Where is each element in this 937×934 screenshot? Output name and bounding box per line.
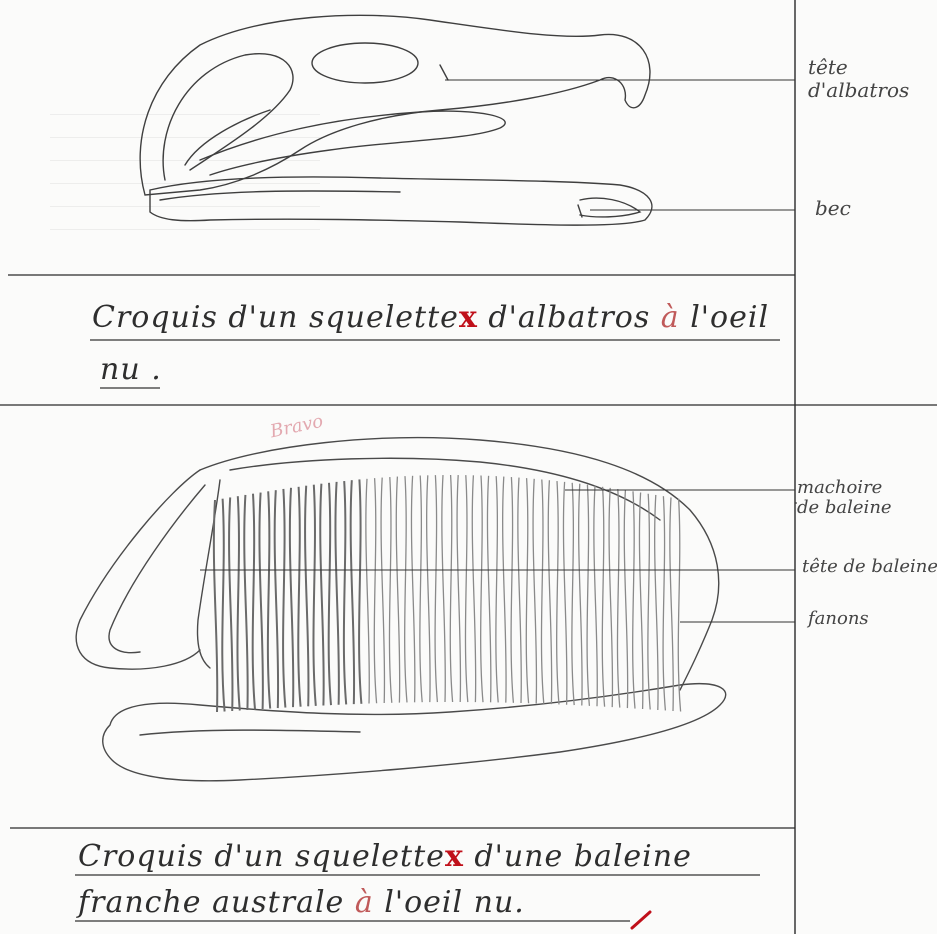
baleen-stroke <box>411 476 414 703</box>
baleen-stroke <box>237 496 239 710</box>
baleen-stroke <box>465 475 467 702</box>
caption-text: d'albatros <box>478 300 661 335</box>
baleen-stroke <box>670 497 673 711</box>
baleen-stroke <box>253 494 255 710</box>
baleen-stroke <box>450 475 452 702</box>
baleen-stroke <box>305 486 308 707</box>
baleen-stroke <box>655 495 658 710</box>
label-whale-head: tête de baleine <box>802 558 937 576</box>
baleen-stroke <box>268 491 270 708</box>
baleen-stroke <box>359 479 361 703</box>
baleen-stroke <box>572 483 574 705</box>
baleen-stroke <box>335 482 338 705</box>
whale-skull-drawing <box>76 438 725 781</box>
caption-albatross-line2: nu . <box>100 355 162 385</box>
baleen-stroke <box>435 475 437 702</box>
baleen-stroke <box>244 495 247 710</box>
baleen-stroke <box>503 477 506 703</box>
label-whale-baleen: fanons <box>808 610 869 628</box>
caption-text: . <box>141 352 162 387</box>
baleen-stroke <box>678 499 680 712</box>
baleen-stroke <box>381 478 384 703</box>
baleen-stroke <box>481 476 483 703</box>
correction-mark: x <box>445 839 464 874</box>
caption-text: Croquis d'un squelette <box>92 300 459 335</box>
baleen-stroke <box>563 482 566 705</box>
baleen-stroke <box>229 497 232 711</box>
baleen-stroke <box>496 476 498 702</box>
accent-correction: à <box>661 300 680 335</box>
label-albatross-head: tête d'albatros <box>808 56 909 102</box>
correction-mark: x <box>459 300 478 335</box>
baleen-stroke <box>366 479 369 704</box>
caption-whale-line1: Croquis d'un squelettex d'une baleine <box>78 842 692 872</box>
baleen-stroke <box>275 490 278 708</box>
baleen-stroke <box>557 481 559 704</box>
baleen-stroke <box>259 493 262 709</box>
red-slash-mark <box>632 912 650 928</box>
baleen-stroke <box>298 487 300 707</box>
albatross-skull-drawing <box>140 15 652 225</box>
label-albatross-beak: bec <box>815 198 851 218</box>
baleen-stroke <box>405 476 407 702</box>
baleen-stroke <box>648 494 650 710</box>
baleen-stroke <box>427 475 430 702</box>
baleen-stroke <box>587 485 589 706</box>
baleen-stroke <box>283 489 285 708</box>
baleen-stroke <box>290 488 293 707</box>
caption-text: Croquis d'un squelette <box>78 839 445 874</box>
baleen-stroke <box>472 475 475 702</box>
caption-text: nu <box>100 352 141 387</box>
baleen-stroke <box>396 477 399 703</box>
baleen-stroke <box>617 489 619 708</box>
baleen-stroke <box>320 484 323 706</box>
baleen-stroke <box>214 500 217 712</box>
label-whale-jaw: machoire de baleine <box>797 478 892 518</box>
baleen-stroke <box>594 486 597 707</box>
baleen-stroke <box>624 490 627 708</box>
baleen-stroke <box>511 477 513 703</box>
baleen-stroke <box>329 483 331 705</box>
baleen-stroke <box>548 480 551 704</box>
baleen-stroke <box>541 479 543 703</box>
baleen-stroke <box>602 487 604 707</box>
baleen-stroke <box>633 491 635 708</box>
baleen-stroke <box>374 478 376 703</box>
caption-text: d'une baleine <box>464 839 692 874</box>
caption-text: l'oeil <box>680 300 769 335</box>
baleen-stroke <box>222 499 224 712</box>
baleen-stroke <box>526 478 528 703</box>
baleen-stroke <box>442 475 445 702</box>
caption-text: franche australe <box>78 885 355 920</box>
baleen-stroke <box>533 479 536 704</box>
baleen-stroke <box>420 476 422 703</box>
baleen-plates <box>214 475 681 712</box>
baleen-stroke <box>389 477 391 703</box>
baleen-stroke <box>639 493 642 709</box>
accent-correction: à <box>355 885 374 920</box>
baleen-stroke <box>609 488 612 707</box>
baleen-stroke <box>344 481 346 704</box>
caption-whale-line2: franche australe à l'oeil nu. <box>78 888 525 918</box>
baleen-stroke <box>313 485 315 706</box>
caption-text: l'oeil nu. <box>374 885 525 920</box>
baleen-stroke <box>518 478 521 703</box>
baleen-stroke <box>579 484 582 706</box>
baleen-stroke <box>663 496 665 710</box>
baleen-stroke <box>457 475 460 702</box>
caption-albatross-line1: Croquis d'un squelettex d'albatros à l'o… <box>92 303 769 333</box>
baleen-stroke <box>351 480 354 704</box>
baleen-stroke <box>487 476 490 703</box>
